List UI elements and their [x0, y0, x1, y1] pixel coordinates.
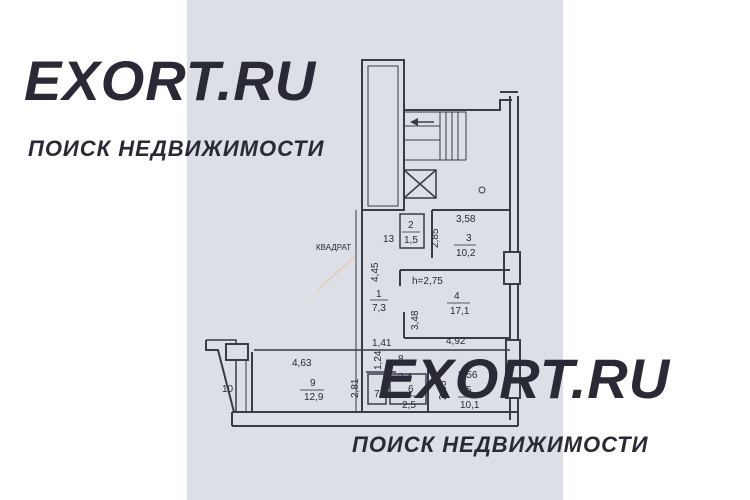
dim-bath-width: 3,4 [398, 372, 412, 383]
dim-hall-length: 4,45 [370, 262, 381, 282]
room6-number: 6 [408, 384, 414, 395]
center-watermark: КВАДРАТ [316, 243, 351, 252]
room5-number: 5 [466, 385, 472, 396]
dim-ceiling-height: h=2,75 [412, 276, 443, 287]
fraction-lines [300, 231, 480, 398]
balcony-outline [205, 340, 235, 413]
room13-number: 13 [383, 234, 395, 245]
room9-area: 12,9 [304, 392, 324, 403]
room1-number: 1 [376, 289, 382, 300]
room7-number: 7 [374, 389, 380, 400]
room3-number: 3 [466, 233, 472, 244]
room9-number: 9 [310, 378, 316, 389]
upper-wall [404, 99, 512, 111]
watermark-brand-top: EXORT.RU [24, 49, 317, 112]
room10-number: 10 [222, 384, 234, 395]
dimension-labels: 3,58 2,85 4,45 h=2,75 3,48 4,92 1,41 4,6… [292, 214, 478, 400]
dim-room4-width: 4,92 [446, 336, 466, 347]
balcony-rail [206, 339, 237, 412]
room2-number: 2 [408, 220, 414, 231]
drain-icon [478, 186, 486, 194]
room6-walls [389, 373, 427, 405]
room-labels: 13 2 1,5 3 10,2 1 7,3 4 17,1 8 9 12,9 10… [222, 220, 480, 411]
center-mark-line [317, 254, 357, 291]
window-right-1 [503, 251, 521, 285]
stair-shaft-inner [367, 65, 399, 207]
staircase [404, 111, 467, 161]
stair-shaft-wall [361, 59, 405, 211]
dim-small: 1,24 [373, 350, 384, 370]
room6-area: 2,5 [402, 400, 416, 411]
dim-room3-depth: 2,85 [430, 228, 441, 248]
dim-room3-width: 3,58 [456, 214, 476, 225]
dim-room9-depth: 2,81 [350, 378, 361, 398]
dim-room5-width: 3,56 [458, 370, 478, 381]
room5-area: 10,1 [460, 400, 480, 411]
watermark-tagline-top: ПОИСК НЕДВИЖИМОСТИ [28, 136, 325, 161]
room7-walls [367, 373, 387, 405]
stair-arrow-icon [410, 118, 434, 126]
watermark-brand-bottom: EXORT.RU [378, 347, 671, 410]
room4-number: 4 [454, 291, 460, 302]
balcony-door [225, 343, 249, 361]
floor-plan-paper [187, 0, 563, 500]
dim-room4-depth: 3,48 [410, 310, 421, 330]
watermark-tagline-bottom: ПОИСК НЕДВИЖИМОСТИ [352, 432, 649, 457]
dim-corridor-width: 1,41 [372, 338, 392, 349]
room8-number: 8 [398, 354, 404, 365]
room4-area: 17,1 [450, 306, 470, 317]
room3-area: 10,2 [456, 248, 476, 259]
elevator-icon [403, 169, 437, 199]
window-right-2 [505, 339, 521, 399]
room2-area: 1,5 [404, 235, 418, 246]
room1-area: 7,3 [372, 303, 386, 314]
room2-walls [399, 213, 425, 249]
dim-room5-depth: 2,85 [438, 380, 449, 400]
dim-room9-width: 4,63 [292, 358, 312, 369]
